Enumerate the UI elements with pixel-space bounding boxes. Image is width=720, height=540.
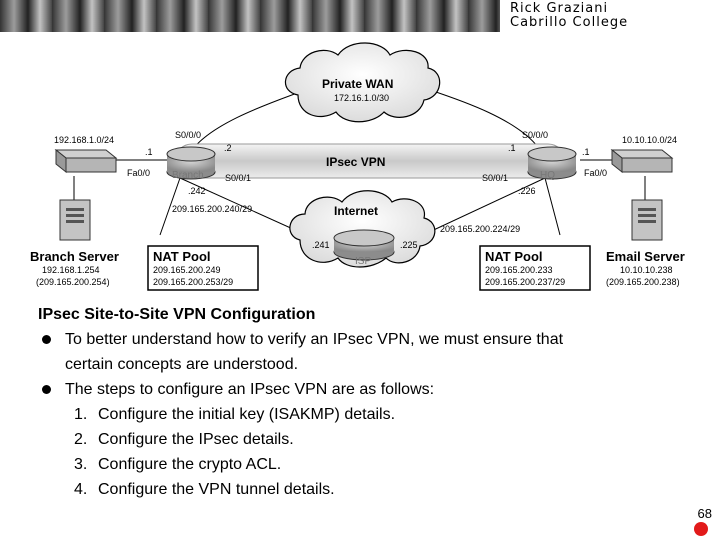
nat-pool-right-line1: 209.165.200.233 bbox=[485, 265, 553, 275]
hq-s000-label: S0/0/0 bbox=[522, 130, 548, 140]
author-name: Rick Graziani bbox=[510, 1, 609, 16]
step-text: Configure the VPN tunnel details. bbox=[98, 481, 335, 498]
slide-content: IPsec Site-to-Site VPN Configuration To … bbox=[38, 302, 698, 502]
hq-router-label: HQ bbox=[540, 170, 555, 181]
step-text: Configure the crypto ACL. bbox=[98, 456, 282, 473]
internet-cloud: Internet bbox=[289, 190, 436, 268]
email-server-ip: 10.10.10.238 bbox=[620, 265, 673, 275]
ipsec-vpn-tunnel: IPsec VPN bbox=[174, 143, 566, 179]
branch-router-label: Branch bbox=[172, 170, 204, 181]
branch-s000-label: S0/0/0 bbox=[175, 130, 201, 140]
bullet-dot-icon bbox=[42, 335, 51, 344]
branch-server-title: Branch Server bbox=[30, 249, 119, 264]
branch-lan-subnet: 192.168.1.0/24 bbox=[54, 135, 114, 145]
link-natpool-left bbox=[159, 177, 181, 236]
step-item: 3. Configure the crypto ACL. bbox=[38, 452, 698, 477]
header-banner: Rick Graziani Cabrillo College bbox=[0, 0, 720, 32]
banner-photo bbox=[0, 0, 500, 32]
hq-s000-ip: .1 bbox=[508, 143, 516, 153]
isp-router: ISP .241 .225 bbox=[312, 229, 418, 267]
step-item: 4. Configure the VPN tunnel details. bbox=[38, 477, 698, 502]
internet-title: Internet bbox=[334, 204, 378, 218]
branch-router: Branch bbox=[166, 146, 216, 181]
nat-pool-right-title: NAT Pool bbox=[485, 249, 543, 264]
bullet-item: To better understand how to verify an IP… bbox=[38, 327, 698, 377]
branch-s000-ip-1: .1 bbox=[145, 147, 153, 157]
step-item: 2. Configure the IPsec details. bbox=[38, 427, 698, 452]
slide-heading: IPsec Site-to-Site VPN Configuration bbox=[38, 306, 316, 323]
email-server bbox=[631, 199, 663, 241]
nat-pool-right: NAT Pool 209.165.200.233 209.165.200.237… bbox=[479, 245, 591, 291]
step-text: Configure the initial key (ISAKMP) detai… bbox=[98, 406, 396, 423]
step-number: 1. bbox=[74, 406, 88, 423]
right-link-subnet: 209.165.200.224/29 bbox=[440, 224, 520, 234]
private-wan-subnet: 172.16.1.0/30 bbox=[334, 93, 389, 103]
bullet-text-line: To better understand how to verify an IP… bbox=[65, 331, 564, 348]
nat-pool-left-line1: 209.165.200.249 bbox=[153, 265, 221, 275]
branch-switch bbox=[54, 148, 118, 174]
bullet-text-line: certain concepts are understood. bbox=[65, 356, 299, 373]
link-hq-wan bbox=[429, 89, 541, 151]
branch-server-ip: 192.168.1.254 bbox=[42, 265, 100, 275]
step-number: 2. bbox=[74, 431, 88, 448]
branch-server bbox=[59, 199, 91, 241]
hq-router: HQ bbox=[527, 146, 577, 181]
hq-switch bbox=[610, 148, 674, 174]
isp-left-ip: .241 bbox=[312, 240, 330, 250]
nat-pool-left-line2: 209.165.200.253/29 bbox=[153, 277, 233, 287]
hq-s001-label: S0/0/1 bbox=[482, 173, 508, 183]
email-server-title: Email Server bbox=[606, 249, 685, 264]
left-link-subnet: 209.165.200.240/29 bbox=[172, 204, 252, 214]
branch-s001-label: S0/0/1 bbox=[225, 173, 251, 183]
isp-right-ip: .225 bbox=[400, 240, 418, 250]
step-item: 1. Configure the initial key (ISAKMP) det… bbox=[38, 402, 698, 427]
nat-pool-right-line2: 209.165.200.237/29 bbox=[485, 277, 565, 287]
link-natpool-right bbox=[544, 177, 561, 236]
step-number: 3. bbox=[74, 456, 88, 473]
private-wan-cloud: Private WAN 172.16.1.0/30 bbox=[284, 42, 441, 123]
branch-fa-label: Fa0/0 bbox=[127, 168, 150, 178]
isp-label: ISP bbox=[355, 256, 371, 267]
branch-s001-ip: .242 bbox=[188, 186, 206, 196]
network-diagram: Private WAN 172.16.1.0/30 IPsec VPN Inte… bbox=[30, 42, 685, 291]
email-server-nat: (209.165.200.238) bbox=[606, 277, 680, 287]
hq-lan-subnet: 10.10.10.0/24 bbox=[622, 135, 677, 145]
hq-fa-ip: .1 bbox=[582, 147, 590, 157]
hq-fa-label: Fa0/0 bbox=[584, 168, 607, 178]
banner-title: Rick Graziani Cabrillo College bbox=[500, 0, 720, 32]
hq-s001-ip: .226 bbox=[518, 186, 536, 196]
private-wan-title: Private WAN bbox=[322, 77, 393, 91]
bullet-text-line: The steps to configure an IPsec VPN are … bbox=[65, 381, 435, 398]
red-dot-icon bbox=[694, 522, 708, 536]
step-number: 4. bbox=[74, 481, 88, 498]
page-number: 68 bbox=[697, 506, 712, 521]
nat-pool-left: NAT Pool 209.165.200.249 209.165.200.253… bbox=[147, 245, 259, 291]
branch-s000-ip-2: .2 bbox=[224, 143, 232, 153]
branch-server-nat: (209.165.200.254) bbox=[36, 277, 110, 287]
bullet-dot-icon bbox=[42, 385, 51, 394]
step-text: Configure the IPsec details. bbox=[98, 431, 294, 448]
bullet-item: The steps to configure an IPsec VPN are … bbox=[38, 377, 698, 402]
vpn-tunnel-label: IPsec VPN bbox=[326, 155, 385, 169]
link-branch-wan bbox=[191, 89, 306, 151]
nat-pool-left-title: NAT Pool bbox=[153, 249, 211, 264]
college-name: Cabrillo College bbox=[510, 15, 629, 30]
